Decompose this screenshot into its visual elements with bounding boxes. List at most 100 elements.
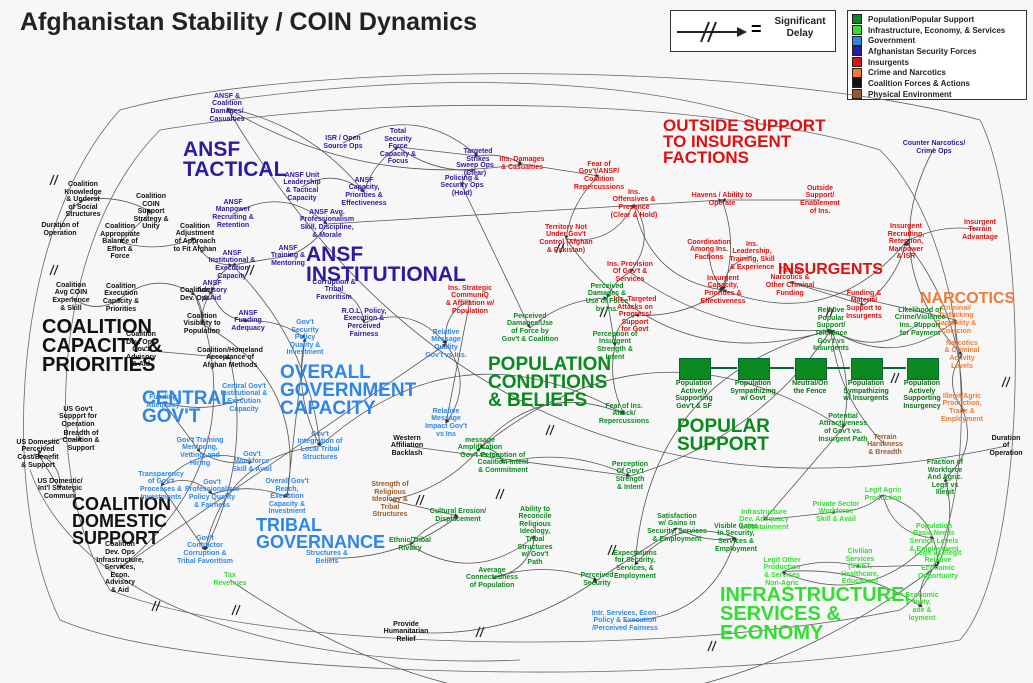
causal-link xyxy=(634,328,832,566)
causal-link xyxy=(226,107,1007,469)
causal-link xyxy=(140,349,231,360)
causal-link xyxy=(162,401,201,453)
delay-key: = Significant Delay xyxy=(670,10,836,52)
sector-label-line: SERVICES & xyxy=(720,603,841,625)
feedback-loop xyxy=(229,82,761,121)
variable-node: Ins.Leadership,Training, Skill& Experien… xyxy=(729,240,775,271)
causal-link xyxy=(226,107,365,193)
causal-link xyxy=(624,537,737,622)
legend-item: Afghanistan Security Forces xyxy=(852,46,1022,57)
causal-link xyxy=(529,296,608,329)
causal-link xyxy=(397,146,479,158)
legend-label: Afghanistan Security Forces xyxy=(868,46,977,56)
causal-link xyxy=(781,561,861,573)
causal-link xyxy=(676,527,737,541)
sector-label-line: PRIORITIES xyxy=(42,354,156,376)
delay-mark xyxy=(599,306,609,318)
causal-link xyxy=(491,535,536,580)
sector-label-line: COALITION xyxy=(72,494,171,514)
legend-item: Population/Popular Support xyxy=(852,14,1022,25)
causal-link xyxy=(389,499,459,518)
popular-support-stock xyxy=(738,358,770,380)
causal-link xyxy=(119,237,196,248)
sector-label-line: TO INSURGENT xyxy=(663,132,792,152)
sector-label-line: GOVERNMENT xyxy=(280,380,417,402)
causal-link xyxy=(226,107,523,171)
causal-link xyxy=(835,494,884,513)
legend-swatch xyxy=(852,57,862,68)
delay-key-arrow-icon xyxy=(677,21,747,43)
popular-support-stock xyxy=(907,358,939,380)
causal-link xyxy=(37,453,61,490)
variable-node: Ins.Offensives &Presence(Clear & Hold) xyxy=(610,188,658,219)
causal-link xyxy=(211,488,288,498)
causal-link xyxy=(629,271,832,333)
delay-mark xyxy=(607,544,617,556)
causal-link xyxy=(721,255,753,291)
causal-link xyxy=(634,530,737,566)
causal-link xyxy=(477,154,523,165)
sector-label-line: POPULAR xyxy=(677,416,770,437)
causal-link xyxy=(606,271,631,299)
causal-link xyxy=(119,294,215,569)
causal-link xyxy=(905,227,981,243)
feedback-loop xyxy=(29,469,521,662)
causal-link xyxy=(247,320,306,339)
causal-link xyxy=(300,337,321,447)
popular-support-stock xyxy=(851,358,883,380)
delay-mark xyxy=(825,306,835,318)
sector-label-insurgents: INSURGENTS xyxy=(778,261,883,278)
sector-label-line: CONDITIONS xyxy=(488,372,608,394)
causal-link xyxy=(479,401,625,449)
causal-link xyxy=(397,146,476,173)
sector-label-line: INSURGENTS xyxy=(778,261,883,278)
causal-link xyxy=(389,447,481,501)
delay-mark xyxy=(151,600,161,612)
variable-node: Cultural Erosion/Displacement xyxy=(429,508,487,523)
causal-link xyxy=(82,198,152,213)
delay-mark xyxy=(707,640,717,652)
legend-swatch xyxy=(852,67,862,78)
causal-link xyxy=(763,427,844,521)
causal-link xyxy=(160,479,213,495)
causal-link xyxy=(119,211,152,243)
causal-link xyxy=(70,296,122,307)
causal-link xyxy=(37,438,82,455)
sector-label-infrastructure: INFRASTRUCTURE,SERVICES &ECONOMY xyxy=(720,585,910,643)
causal-link xyxy=(59,199,84,231)
